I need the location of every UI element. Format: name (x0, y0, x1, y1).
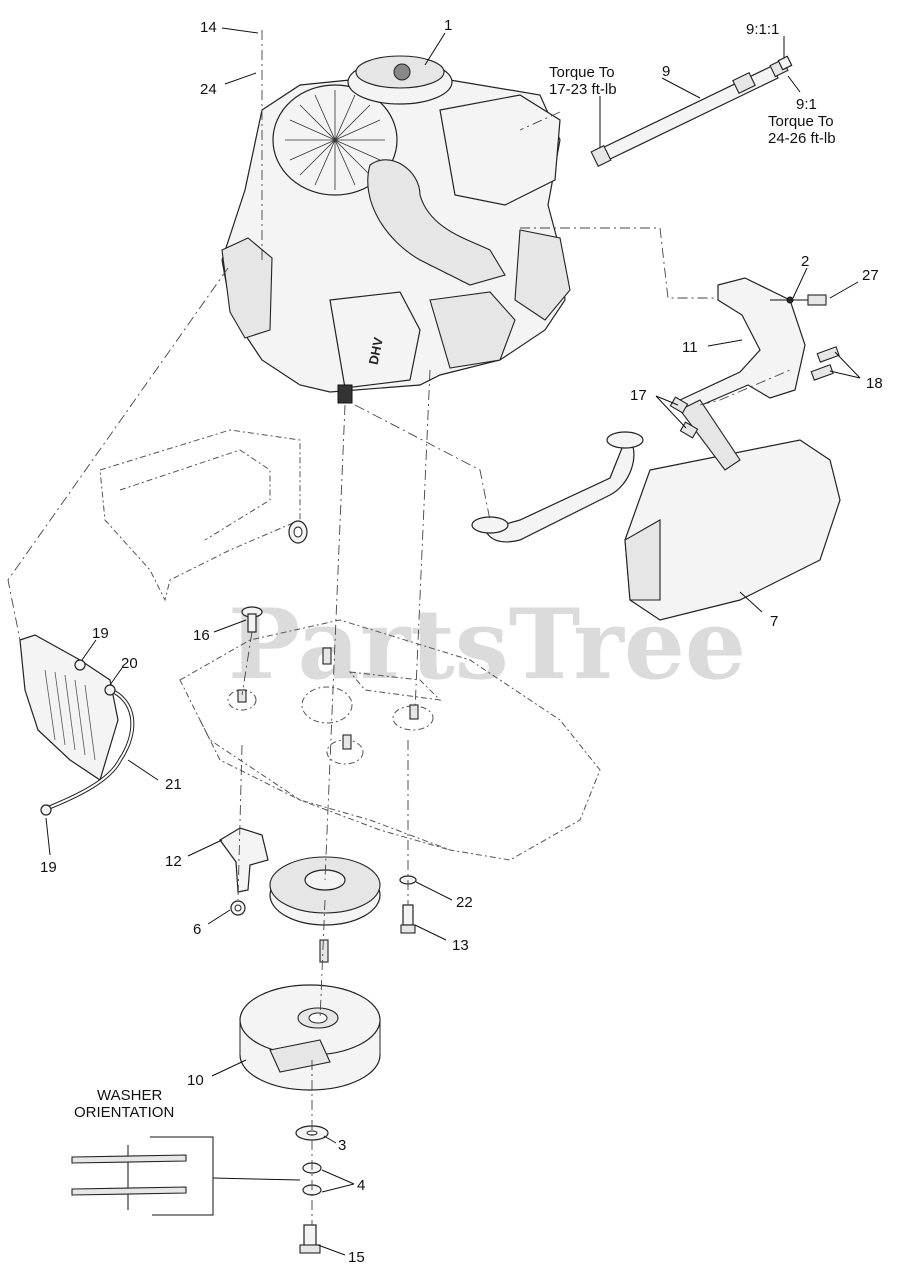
callout-15: 15 (348, 1249, 365, 1266)
callout-16: 16 (193, 627, 210, 644)
callout-7: 7 (770, 613, 778, 630)
ref-9-1: 9:1 (796, 96, 817, 113)
svg-text:DHV: DHV (366, 336, 386, 366)
torque-fitting-note-line2: 24-26 ft-lb (768, 130, 836, 147)
clutch-icon (239, 984, 381, 1091)
callout-11: 11 (682, 339, 698, 356)
callout-20: 20 (121, 655, 138, 672)
ref-9-1-1: 9:1:1 (746, 21, 779, 38)
shroud-icon (99, 429, 308, 602)
callout-1: 1 (444, 17, 452, 34)
callout-24: 24 (200, 81, 217, 98)
callout-14: 14 (200, 19, 217, 36)
callout-3: 3 (338, 1137, 346, 1154)
callout-10: 10 (187, 1072, 204, 1089)
guard-icon (19, 634, 135, 816)
clutch-bracket-icon (219, 827, 269, 916)
callout-21: 21 (165, 776, 182, 793)
callout-18: 18 (866, 375, 883, 392)
hose-icon (590, 55, 793, 167)
torque-hose-note-line2: 17-23 ft-lb (549, 81, 617, 98)
washer-orientation-icon (71, 1136, 301, 1216)
bolt-icon (241, 606, 263, 633)
pulley-icon (269, 856, 381, 963)
bracket-icon (678, 277, 840, 411)
callout-6: 6 (193, 921, 201, 938)
callout-12: 12 (165, 853, 182, 870)
callout-17: 17 (630, 387, 647, 404)
washer-orientation-line2: ORIENTATION (74, 1104, 174, 1121)
callout-19-bottom: 19 (40, 859, 57, 876)
assembly-lines (7, 30, 791, 1225)
callout-22: 22 (456, 894, 473, 911)
torque-fitting-note-line1: Torque To (768, 113, 834, 130)
callout-13: 13 (452, 937, 469, 954)
washer-orientation-line1: WASHER (97, 1087, 162, 1104)
callout-4: 4 (357, 1177, 365, 1194)
callout-27: 27 (862, 267, 879, 284)
engine-icon: DHV (221, 55, 571, 404)
torque-hose-note-line1: Torque To (549, 64, 615, 81)
deck-plate-icon (179, 619, 601, 861)
callout-19-top: 19 (92, 625, 109, 642)
leader-lines (45, 27, 861, 1256)
muffler-icon (471, 396, 841, 621)
callout-2: 2 (801, 253, 809, 270)
callout-9: 9 (662, 63, 670, 80)
callout-labels: 1 14 24 Torque To 17-23 ft-lb 9 9:1:1 9:… (40, 17, 883, 1266)
